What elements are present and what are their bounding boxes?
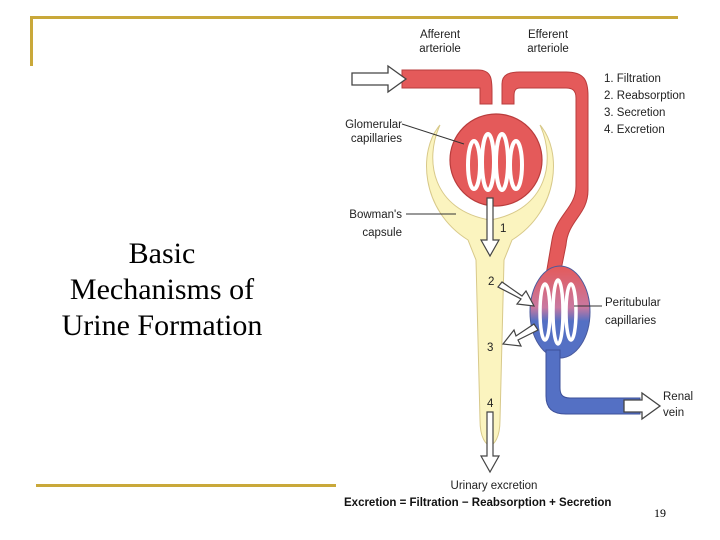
efferent-label-2: arteriole	[527, 43, 569, 55]
nephron-diagram: Afferent arteriole Efferent arteriole 1.…	[336, 20, 698, 518]
urinary-excretion-label: Urinary excretion	[451, 480, 538, 492]
slide-frame-top	[32, 16, 678, 19]
renal-label-2: vein	[663, 407, 684, 419]
peritubular-label-1: Peritubular	[605, 297, 661, 309]
slide-frame-bottom	[36, 484, 337, 487]
glomerular-label-2: capillaries	[351, 133, 402, 145]
legend-item-2: 2. Reabsorption	[604, 90, 685, 102]
slide-number: 19	[654, 506, 666, 520]
process-number-2: 2	[488, 276, 494, 288]
peritubular-label-2: capillaries	[605, 315, 656, 327]
glomerular-label-1: Glomerular	[345, 119, 402, 131]
inflow-arrow	[351, 64, 408, 94]
excretion-equation: Excretion = Filtration − Reabsorption + …	[344, 497, 612, 509]
bowman-label-2: capsule	[362, 227, 402, 239]
process-number-1: 1	[500, 223, 506, 235]
excretion-arrow	[479, 411, 501, 474]
renal-vein	[545, 349, 641, 415]
afferent-arteriole	[401, 69, 493, 105]
glomerular-loops	[466, 132, 524, 192]
bowman-label-1: Bowman's	[349, 209, 402, 221]
slide-frame-left	[30, 16, 33, 66]
peritubular-loops	[538, 278, 578, 346]
process-number-3: 3	[487, 342, 493, 354]
legend-item-4: 4. Excretion	[604, 124, 665, 136]
legend-item-3: 3. Secretion	[604, 107, 665, 119]
glomerular-leader	[401, 123, 465, 145]
legend-item-1: 1. Filtration	[604, 73, 661, 85]
slide-title: Basic Mechanisms of Urine Formation	[22, 236, 302, 344]
filtration-arrow	[479, 197, 501, 258]
slide-title-line-1: Basic	[128, 237, 196, 270]
secretion-arrow	[501, 323, 539, 347]
nephron-diagram-svg: Afferent arteriole Efferent arteriole 1.…	[345, 29, 693, 492]
afferent-label-2: arteriole	[419, 43, 461, 55]
afferent-label-1: Afferent	[420, 29, 461, 41]
efferent-label-1: Efferent	[528, 29, 569, 41]
process-number-4: 4	[487, 398, 494, 410]
outflow-arrow	[623, 391, 662, 421]
slide-title-line-2: Mechanisms of	[69, 273, 255, 306]
renal-label-1: Renal	[663, 391, 693, 403]
slide-title-line-3: Urine Formation	[61, 309, 263, 342]
reabsorption-arrow	[497, 281, 536, 307]
